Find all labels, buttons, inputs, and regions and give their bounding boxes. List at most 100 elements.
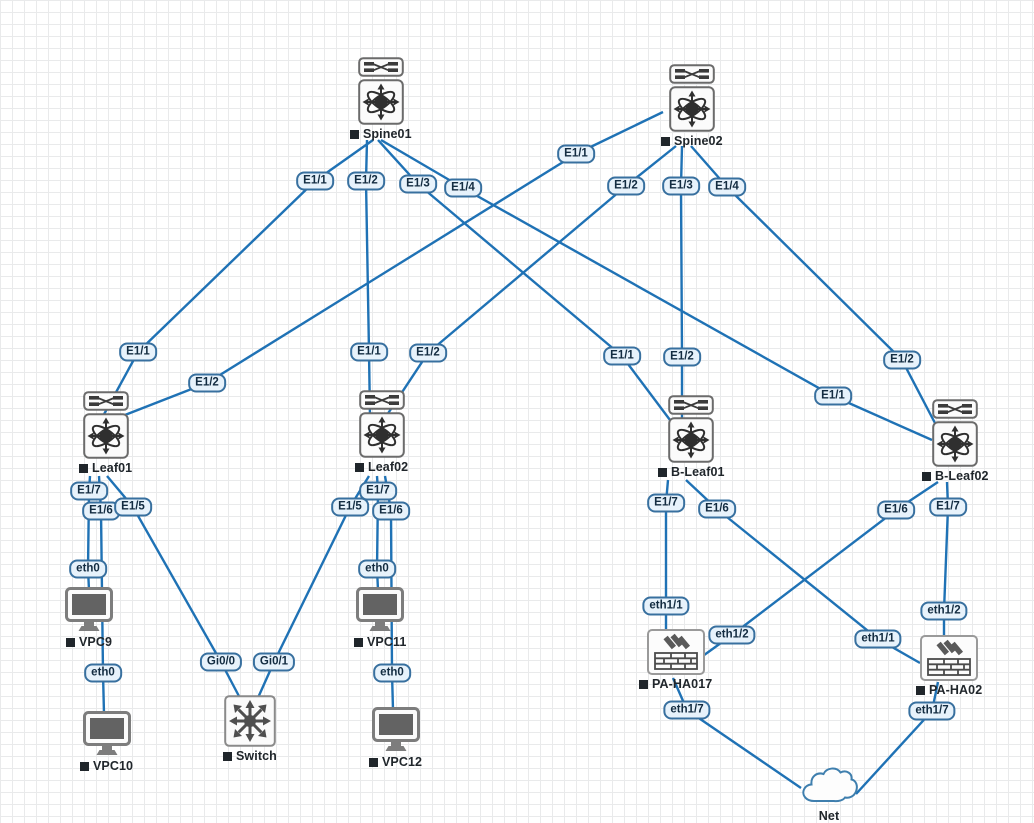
node-paha02[interactable]: PA-HA02 — [916, 635, 982, 697]
firewall-icon — [646, 629, 705, 675]
interface-label: eth1/2 — [708, 625, 756, 645]
interface-label: eth1/1 — [854, 629, 902, 649]
node-label-text: Switch — [236, 749, 277, 763]
node-label: Spine01 — [350, 127, 412, 141]
interface-label: E1/7 — [647, 493, 685, 513]
node-label: B-Leaf01 — [658, 465, 725, 479]
interface-label: E1/1 — [119, 342, 157, 362]
node-net[interactable]: Net — [800, 763, 858, 823]
node-spine02[interactable]: Spine02 — [661, 64, 723, 148]
status-square-icon — [658, 467, 667, 477]
node-label-text: VPC9 — [78, 635, 113, 649]
interface-label: E1/1 — [603, 346, 641, 366]
node-paha017[interactable]: PA-HA017 — [639, 629, 712, 691]
interface-label: E1/6 — [372, 501, 410, 521]
switch-stack-icon — [82, 391, 129, 459]
link-spine01-leaf01 — [100, 139, 374, 419]
pc-monitor-icon — [82, 711, 131, 757]
switch-stack-icon — [358, 390, 405, 458]
node-label-text: VPC11 — [367, 635, 407, 649]
node-label: Leaf02 — [355, 460, 408, 474]
status-square-icon — [80, 761, 89, 771]
interface-label: E1/6 — [82, 501, 120, 521]
node-vpc10[interactable]: VPC10 — [80, 711, 133, 773]
pc-monitor-icon — [65, 587, 113, 633]
switch-stack-icon — [668, 395, 715, 463]
node-leaf02[interactable]: Leaf02 — [355, 390, 408, 474]
interface-label: E1/7 — [929, 497, 967, 517]
node-label-text: B-Leaf02 — [935, 469, 989, 483]
interface-label: E1/7 — [359, 481, 397, 501]
status-square-icon — [355, 462, 364, 472]
link-spine01-bleaf02 — [380, 138, 933, 442]
interface-label: E1/7 — [70, 481, 108, 501]
interface-label: E1/1 — [557, 144, 595, 164]
interface-label: eth1/7 — [908, 701, 956, 721]
status-square-icon — [223, 751, 232, 761]
node-bleaf02[interactable]: B-Leaf02 — [922, 399, 989, 483]
status-square-icon — [350, 129, 359, 139]
interface-label: eth1/2 — [920, 601, 968, 621]
interface-label: eth0 — [358, 559, 396, 579]
interface-label: E1/6 — [877, 500, 915, 520]
interface-label: E1/5 — [114, 497, 152, 517]
link-spine01-bleaf01 — [377, 139, 671, 421]
interface-label: E1/1 — [296, 171, 334, 191]
interface-label: Gi0/0 — [199, 652, 243, 672]
node-bleaf01[interactable]: B-Leaf01 — [658, 395, 725, 479]
link-bleaf02-paha02 — [942, 481, 950, 637]
node-label: PA-HA02 — [916, 683, 982, 697]
interface-label: E1/4 — [708, 177, 746, 197]
interface-label: E1/2 — [347, 171, 385, 191]
ethernet-switch-icon — [224, 695, 276, 747]
node-vpc12[interactable]: VPC12 — [369, 707, 422, 769]
interface-label: E1/2 — [409, 343, 447, 363]
link-bleaf01-paha02 — [685, 479, 921, 665]
link-spine01-leaf02 — [364, 139, 372, 419]
interface-label: E1/1 — [814, 386, 852, 406]
interface-label: E1/5 — [331, 497, 369, 517]
link-bleaf01-paha017 — [664, 479, 670, 631]
interface-label: E1/2 — [607, 176, 645, 196]
node-label-text: VPC12 — [382, 755, 423, 769]
node-label: Switch — [223, 749, 277, 763]
interface-label: eth0 — [69, 559, 107, 579]
node-label: VPC12 — [369, 755, 422, 769]
node-label-text: B-Leaf01 — [671, 465, 725, 479]
link-spine02-bleaf02 — [690, 145, 938, 426]
interface-label: E1/1 — [350, 342, 388, 362]
interface-label: E1/3 — [399, 174, 437, 194]
node-label: Net — [819, 809, 839, 823]
node-label-text: VPC10 — [93, 759, 134, 773]
interface-label: E1/4 — [444, 178, 482, 198]
interface-label: eth1/1 — [642, 596, 690, 616]
interface-label: E1/2 — [663, 347, 701, 367]
node-leaf01[interactable]: Leaf01 — [79, 391, 132, 475]
link-leaf01-switch — [106, 475, 243, 701]
node-label-text: Spine02 — [674, 134, 723, 148]
node-label-text: Spine01 — [363, 127, 412, 141]
node-label: B-Leaf02 — [922, 469, 989, 483]
interface-label: E1/2 — [883, 350, 921, 370]
node-vpc9[interactable]: VPC9 — [65, 587, 113, 649]
node-spine01[interactable]: Spine01 — [350, 57, 412, 141]
status-square-icon — [369, 757, 378, 767]
status-square-icon — [661, 136, 670, 146]
status-square-icon — [639, 679, 648, 689]
status-square-icon — [916, 685, 925, 695]
node-switch[interactable]: Switch — [223, 695, 277, 763]
node-label: VPC9 — [65, 635, 113, 649]
node-label-text: Leaf01 — [92, 461, 133, 475]
status-square-icon — [922, 471, 931, 481]
cloud-icon — [800, 763, 858, 807]
node-label: PA-HA017 — [639, 677, 712, 691]
link-spine02-bleaf01 — [679, 145, 684, 418]
switch-stack-icon — [358, 57, 404, 125]
interface-label: eth1/7 — [663, 700, 711, 720]
firewall-icon — [920, 635, 979, 681]
node-label: VPC10 — [80, 759, 133, 773]
node-vpc11[interactable]: VPC11 — [354, 587, 406, 649]
status-square-icon — [354, 637, 363, 647]
